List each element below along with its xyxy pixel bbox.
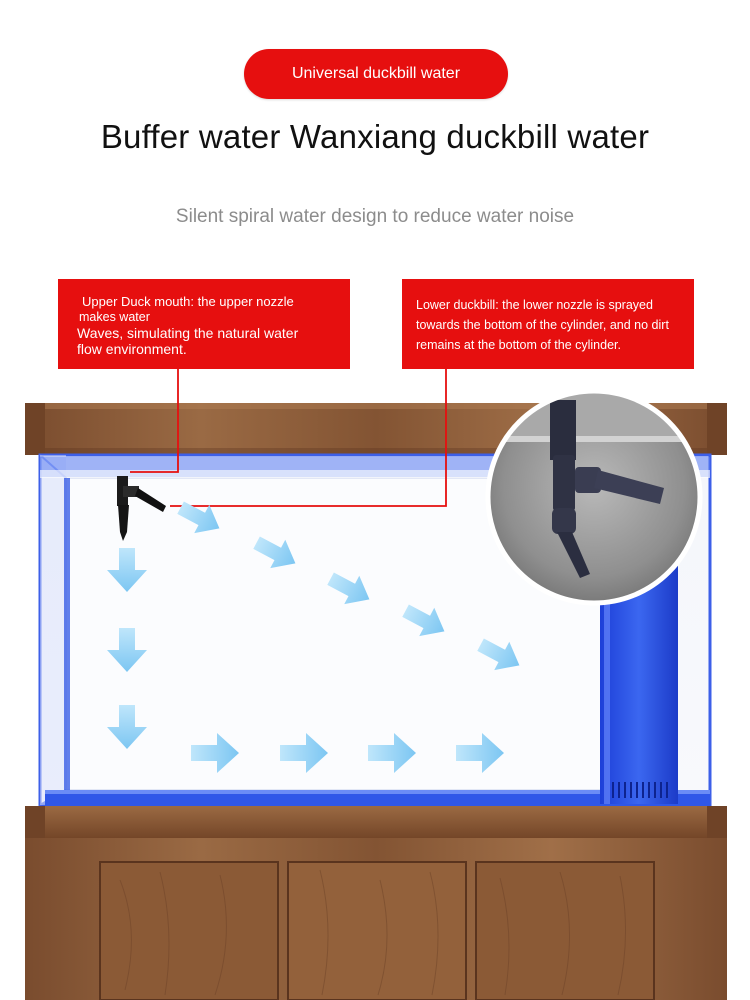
arrow-icon [456, 733, 504, 773]
arrow-icon [477, 638, 520, 671]
upper-callout-line1: Upper Duck mouth: the upper nozzle [82, 294, 294, 309]
upper-duckbill-callout: Upper Duck mouth: the upper nozzle makes… [58, 279, 350, 369]
arrow-icon [191, 733, 239, 773]
page-subtitle: Silent spiral water design to reduce wat… [175, 206, 575, 227]
upper-callout-line3: Waves, simulating the natural water [77, 325, 299, 341]
callout-connectors [130, 369, 447, 507]
upper-callout-line4: flow environment. [77, 341, 187, 357]
arrow-icon [368, 733, 416, 773]
arrow-icon [177, 501, 220, 534]
page-title: Buffer water Wanxiang duckbill water [100, 118, 650, 155]
wood-cabinet [25, 806, 727, 1000]
arrow-icon [402, 604, 445, 637]
duckbill-nozzle-icon [117, 476, 166, 541]
arrow-icon [327, 572, 370, 605]
lower-duckbill-callout: Lower duckbill: the lower nozzle is spra… [402, 279, 694, 369]
upper-callout-line2: makes water [79, 310, 150, 324]
arrow-icon [107, 548, 147, 592]
arrow-icon [280, 733, 328, 773]
category-badge: Universal duckbill water [244, 49, 508, 99]
arrow-icon [107, 628, 147, 672]
nozzle-zoom-view [485, 388, 703, 606]
flow-arrows [107, 501, 520, 773]
arrow-icon [253, 536, 296, 569]
lower-callout-text: Lower duckbill: the lower nozzle is spra… [416, 298, 669, 352]
arrow-icon [107, 705, 147, 749]
